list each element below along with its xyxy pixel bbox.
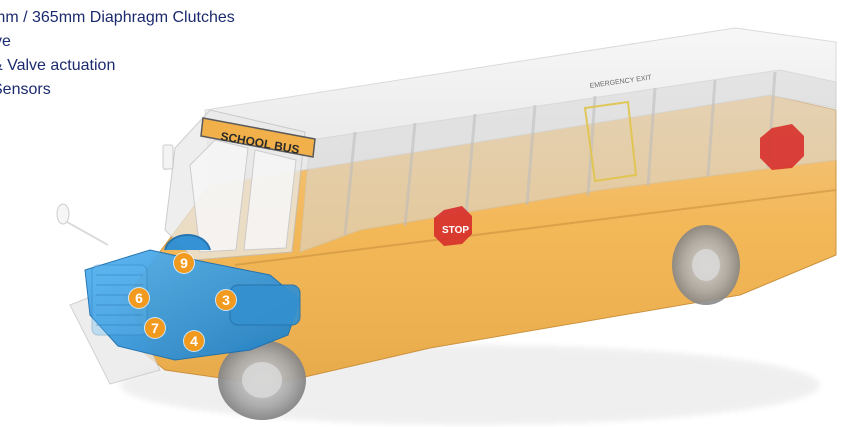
callout-4: 4: [184, 331, 204, 351]
callout-6: 6: [129, 288, 149, 308]
mirror: [57, 145, 173, 245]
feature-item: Sensors: [0, 78, 235, 102]
callout-3: 3: [216, 290, 236, 310]
svg-text:STOP: STOP: [442, 225, 469, 236]
feature-item: ve: [0, 30, 235, 54]
rear-wheel: [672, 225, 740, 305]
callout-9: 9: [174, 253, 194, 273]
callout-7: 7: [145, 318, 165, 338]
feature-list: mm / 365mm Diaphragm Clutches ve & Valve…: [0, 6, 235, 102]
feature-item: & Valve actuation: [0, 54, 235, 78]
feature-item: mm / 365mm Diaphragm Clutches: [0, 6, 235, 30]
